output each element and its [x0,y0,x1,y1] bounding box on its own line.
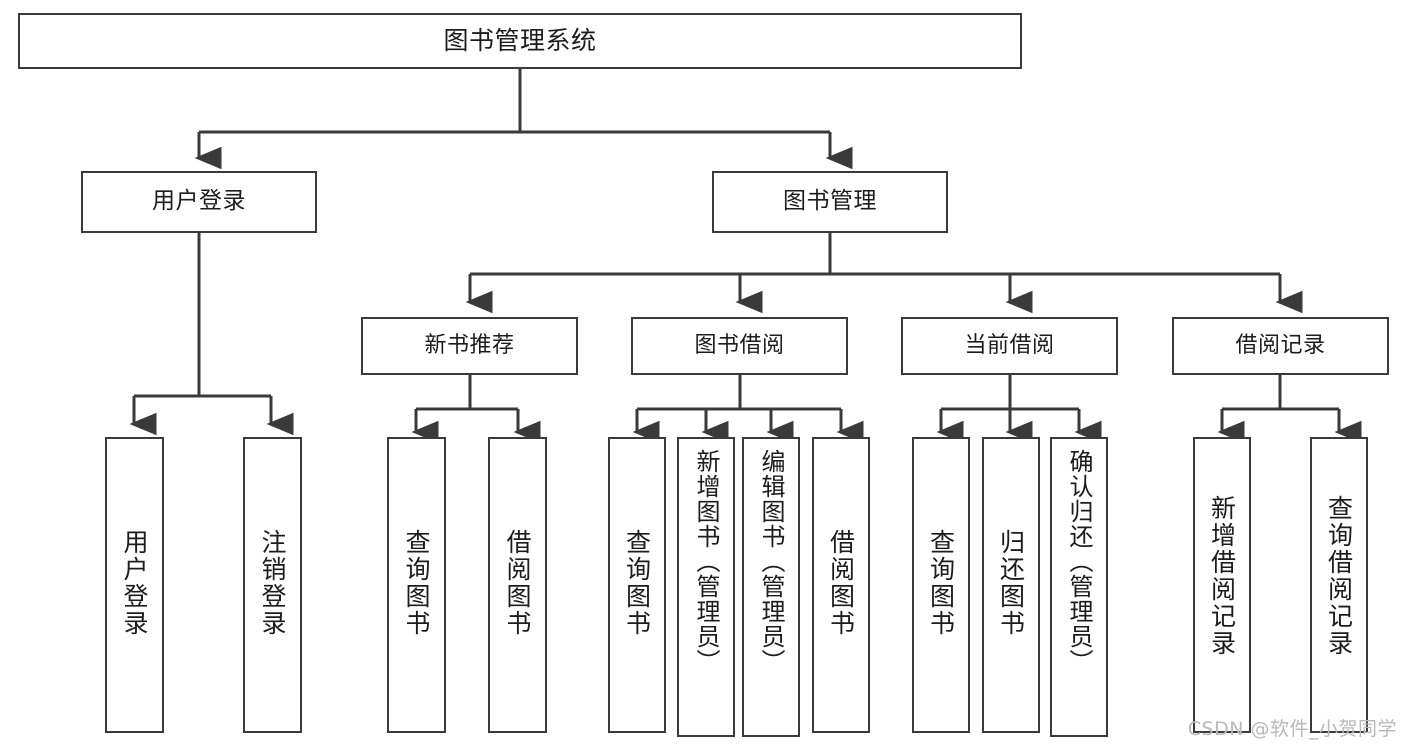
node-user-login-label: 用户登录 [152,188,246,215]
node-book-borrow[interactable]: 图书借阅 [631,317,848,375]
node-current-borrow[interactable]: 当前借阅 [901,317,1118,375]
leaf-current-confirm-return-label: 确认归还（管理员） [1065,449,1093,674]
leaf-record-query-record-label: 查询借阅记录 [1324,495,1354,657]
node-root-system-label: 图书管理系统 [443,26,597,56]
leaf-record-add-record[interactable]: 新增借阅记录 [1193,437,1251,733]
leaf-borrow-borrow-book-label: 借阅图书 [826,529,856,637]
leaf-borrow-add-book-label: 新增图书（管理员） [692,449,720,674]
node-current-borrow-label: 当前借阅 [964,333,1055,359]
leaf-recommend-borrow-book-label: 借阅图书 [503,529,532,637]
leaf-recommend-query-book[interactable]: 查询图书 [387,437,446,733]
node-new-book-recommend-label: 新书推荐 [424,333,515,359]
node-root-system[interactable]: 图书管理系统 [18,13,1022,69]
node-book-management-label: 图书管理 [783,188,877,215]
node-book-borrow-label: 图书借阅 [694,333,785,359]
leaf-user-login-logout[interactable]: 注销登录 [243,437,302,733]
leaf-current-confirm-return[interactable]: 确认归还（管理员） [1050,437,1108,737]
leaf-current-return-book-label: 归还图书 [996,529,1026,637]
leaf-borrow-edit-book[interactable]: 编辑图书（管理员） [742,437,800,737]
leaf-borrow-query-book[interactable]: 查询图书 [608,437,666,733]
node-borrow-record-label: 借阅记录 [1235,333,1326,359]
leaf-borrow-add-book[interactable]: 新增图书（管理员） [677,437,735,737]
leaf-borrow-edit-book-label: 编辑图书（管理员） [757,449,785,674]
leaf-recommend-query-book-label: 查询图书 [402,529,431,637]
leaf-user-login-login-label: 用户登录 [120,529,149,637]
csdn-watermark: CSDN @软件_小贺同学 [1187,718,1397,740]
leaf-recommend-borrow-book[interactable]: 借阅图书 [488,437,547,733]
leaf-user-login-login[interactable]: 用户登录 [105,437,164,733]
leaf-record-add-record-label: 新增借阅记录 [1207,495,1237,657]
leaf-borrow-query-book-label: 查询图书 [622,529,652,637]
node-book-management[interactable]: 图书管理 [712,171,948,233]
leaf-current-query-book[interactable]: 查询图书 [912,437,970,733]
node-borrow-record[interactable]: 借阅记录 [1172,317,1389,375]
leaf-record-query-record[interactable]: 查询借阅记录 [1310,437,1368,733]
leaf-borrow-borrow-book[interactable]: 借阅图书 [812,437,870,733]
node-user-login[interactable]: 用户登录 [81,171,317,233]
node-new-book-recommend[interactable]: 新书推荐 [361,317,578,375]
leaf-current-query-book-label: 查询图书 [926,529,956,637]
leaf-current-return-book[interactable]: 归还图书 [982,437,1040,733]
leaf-user-login-logout-label: 注销登录 [258,529,287,637]
